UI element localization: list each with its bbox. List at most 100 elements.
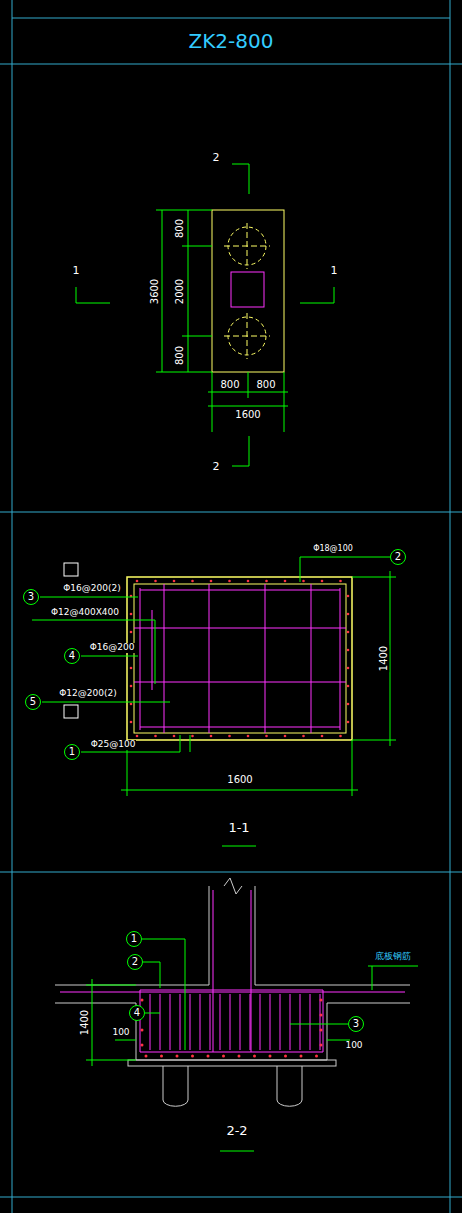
rebar-dot [228,580,231,583]
rebar-dot [302,580,305,583]
callout-circle: 5 [25,694,41,710]
rebar-dot [191,735,194,738]
rebar-dot [173,580,176,583]
rebar-dot [154,580,157,583]
callout-circle: 2 [390,549,406,565]
rebar-line [230,994,231,1050]
rebar-line [260,994,261,1050]
callout-circle: 4 [64,648,80,664]
rebar-line [150,994,151,1050]
rebar-line [310,994,311,1050]
rebar-dot [130,703,133,706]
rebar-line [190,994,191,1050]
callout-circle: 1 [64,744,80,760]
rebar-line [180,994,181,1050]
rebar-dot [284,1055,287,1058]
dimension: 100 [111,1028,130,1038]
rebar-dot [347,631,350,634]
rebar-dot [302,735,305,738]
rebar-dot [320,999,323,1002]
rebar-dot [154,735,157,738]
dimension: 100 [344,1041,363,1051]
rebar-dot [300,1055,303,1058]
rebar-spec: Φ12@200(2) [58,689,117,699]
dimension: 2000 [174,277,185,304]
rebar-dot [238,1055,241,1058]
callout-number: 2 [395,552,401,562]
rebar-dot [141,999,144,1002]
rebar-dot [160,1055,163,1058]
dimension: 1600 [226,774,253,785]
rebar-line [320,994,321,1050]
rebar-dot [284,580,287,583]
dimension: 1600 [234,409,261,420]
rebar-dot [210,735,213,738]
rebar-dot [269,1055,272,1058]
section-title: 1-1 [227,821,250,835]
callout-number: 4 [69,651,75,661]
callout-number: 1 [69,747,75,757]
rebar-dot [176,1055,179,1058]
callout-number: 5 [30,697,36,707]
rebar-dot [130,667,133,670]
rebar-dot [339,580,342,583]
rebar-dot [136,580,139,583]
rebar-dot [265,735,268,738]
rebar-dot [347,613,350,616]
callout-number: 4 [134,1008,140,1018]
rebar-dot [315,1055,318,1058]
rebar-dot [321,735,324,738]
section-mark: 2 [212,152,221,164]
dimension: 3600 [149,277,160,304]
rebar-dot [130,613,133,616]
dimension: 1400 [378,644,389,671]
rebar-dot [320,1044,323,1047]
title-text: ZK2-800 [189,29,274,53]
rebar-dot [210,580,213,583]
rebar-dot [136,735,139,738]
rebar-spec: Φ18@100 [312,545,354,554]
rebar-line [270,994,271,1050]
rebar-dot [347,703,350,706]
rebar-dot [141,1029,144,1032]
rebar-dot [173,735,176,738]
callout-number: 3 [28,592,34,602]
callout-number: 3 [353,1019,359,1029]
rebar-line [280,994,281,1050]
rebar-spec: Φ16@200(2) [62,584,121,594]
rebar-dot [253,1055,256,1058]
rebar-dot [347,649,350,652]
note-text: 底板钢筋 [374,952,412,962]
section-title: 2-2 [225,1124,248,1138]
rebar-dot [247,735,250,738]
dimension: 800 [219,379,240,390]
rebar-line [290,994,291,1050]
rebar-line [240,994,241,1050]
rebar-dot [347,667,350,670]
section-mark: 2 [212,461,221,473]
rebar-dot [347,685,350,688]
rebar-dot [130,721,133,724]
dimension: 1400 [79,1008,90,1035]
section-mark: 1 [72,265,81,277]
rebar-dot [145,1055,148,1058]
callout-circle: 3 [348,1016,364,1032]
rebar-dot [141,1044,144,1047]
rebar-dot [130,631,133,634]
rebar-dot [321,580,324,583]
callout-circle: 1 [126,931,142,947]
rebar-line [170,994,171,1050]
rebar-dot [247,580,250,583]
callout-number: 1 [131,934,137,944]
rebar-line [220,994,221,1050]
callout-circle: 4 [129,1005,145,1021]
callout-circle: 2 [127,954,143,970]
title-band: ZK2-800 [0,18,462,64]
rebar-line [210,994,211,1050]
section-mark: 1 [330,265,339,277]
callout-circle: 3 [23,589,39,605]
rebar-line [160,994,161,1050]
rebar-spec: Φ12@400X400 [50,608,120,618]
rebar-dot [320,1029,323,1032]
